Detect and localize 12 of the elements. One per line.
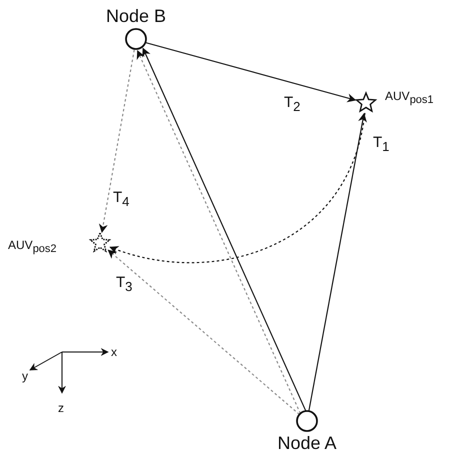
node-label: Node A	[277, 433, 337, 454]
arrow	[98, 50, 135, 234]
axis-label: z	[58, 402, 64, 414]
arrow	[108, 250, 300, 415]
star-marker	[354, 91, 378, 115]
arrow	[308, 112, 367, 412]
star-marker	[88, 231, 112, 255]
axis-label: y	[22, 370, 28, 382]
arrow	[146, 42, 356, 102]
arrow	[109, 112, 366, 264]
node-label: Node B	[106, 6, 166, 27]
axis-label: x	[111, 346, 117, 358]
